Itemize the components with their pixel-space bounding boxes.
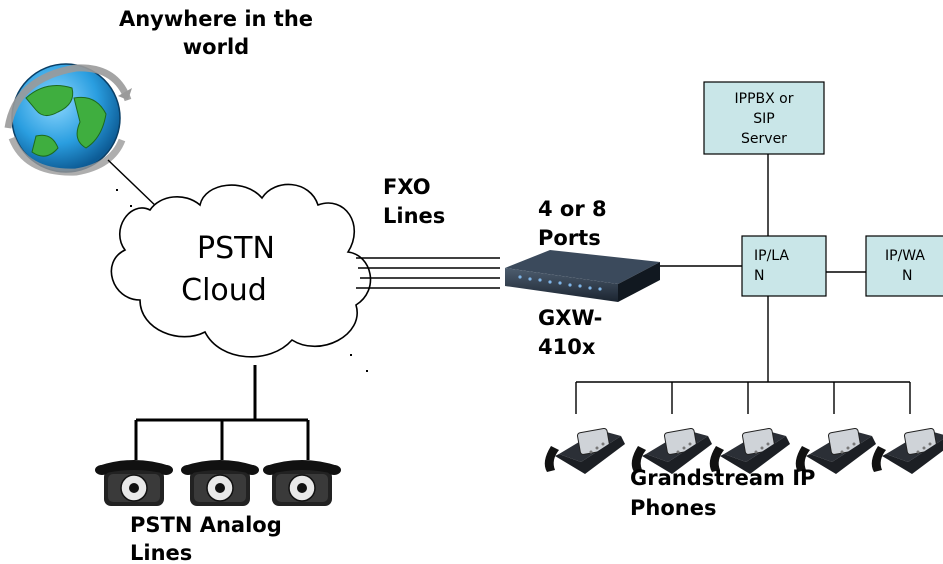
pstn-cloud: PSTN Cloud	[110, 183, 372, 358]
ports-label-line2: Ports	[538, 226, 601, 250]
ippbx-server-box: IPPBX or SIP Server	[703, 81, 825, 155]
ip-lan-box: IP/LA N	[741, 235, 827, 297]
globe-to-cloud-link	[107, 159, 161, 211]
ipphones-label-line2: Phones	[630, 496, 716, 520]
fxo-label-line1: FXO	[383, 175, 431, 199]
world-label-line2: world	[183, 35, 249, 59]
ip-phone-icon	[544, 427, 626, 475]
gxw-label-line2: 410x	[538, 335, 596, 359]
analog-phone-icon	[180, 459, 260, 507]
globe-icon	[4, 63, 132, 176]
gxw-gateway-device	[505, 250, 660, 302]
fxo-lines	[356, 257, 500, 289]
pstn-analog-label-line1: PSTN Analog	[130, 513, 282, 537]
ip-wan-box: IP/WA N	[865, 235, 943, 297]
analog-phone-bus	[134, 365, 310, 460]
cloud-label-line2: Cloud	[181, 273, 267, 308]
ipphones-label-line1: Grandstream IP	[630, 466, 815, 490]
ippbx-label-line2: SIP	[753, 111, 774, 127]
cloud-label-line1: PSTN	[197, 231, 275, 266]
pstn-analog-label-line2: Lines	[130, 541, 192, 564]
world-label-line1: Anywhere in the	[119, 7, 313, 31]
ippbx-label-line3: Server	[741, 131, 787, 147]
iplan-label-line2: N	[754, 268, 764, 284]
fxo-label-line2: Lines	[383, 204, 445, 228]
analog-phone-icon	[262, 459, 342, 507]
ip-phone-bus	[575, 296, 911, 414]
ippbx-label-line1: IPPBX or	[735, 91, 794, 107]
decorative-dots	[116, 189, 368, 372]
ip-phone-icon	[871, 427, 943, 475]
ipwan-label-line2: N	[902, 268, 912, 284]
gxw-label-line1: GXW-	[538, 306, 602, 330]
iplan-label-line1: IP/LA	[754, 248, 789, 264]
analog-phone-icon	[94, 459, 174, 507]
ipwan-label-line1: IP/WA	[885, 248, 925, 264]
ports-label-line1: 4 or 8	[538, 197, 607, 221]
